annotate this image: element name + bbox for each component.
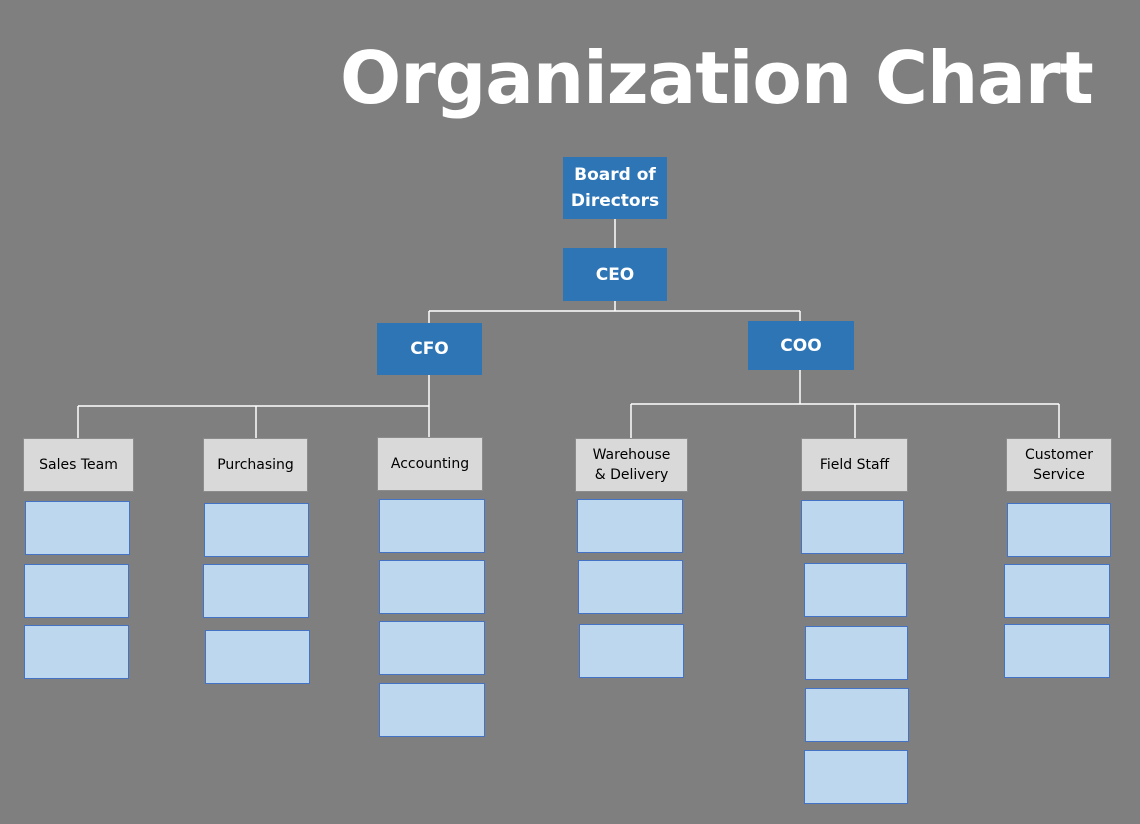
node-sales-team: Sales Team	[23, 438, 134, 492]
placeholder-slot	[578, 560, 683, 614]
node-ceo: CEO	[563, 248, 667, 301]
placeholder-slot	[204, 503, 309, 557]
placeholder-slot	[1007, 503, 1111, 557]
node-label: Customer Service	[1024, 447, 1093, 483]
placeholder-slot	[203, 564, 309, 618]
node-label: CFO	[410, 339, 449, 359]
placeholder-slot	[805, 688, 909, 742]
placeholder-slot	[205, 630, 310, 684]
placeholder-slot	[804, 563, 907, 617]
placeholder-slot	[24, 564, 129, 618]
placeholder-slot	[1004, 624, 1110, 678]
node-label: Warehouse & Delivery	[592, 447, 671, 483]
node-coo: COO	[748, 321, 854, 370]
placeholder-slot	[25, 501, 130, 555]
placeholder-slot	[1004, 564, 1110, 618]
placeholder-slot	[579, 624, 684, 678]
node-label: Accounting	[390, 456, 470, 472]
placeholder-slot	[805, 626, 908, 680]
node-customer-service: Customer Service	[1006, 438, 1112, 492]
node-board-of-directors: Board of Directors	[563, 157, 667, 219]
node-label: COO	[780, 335, 822, 356]
node-purchasing: Purchasing	[203, 438, 308, 492]
node-label: CEO	[595, 264, 635, 285]
node-accounting: Accounting	[377, 437, 483, 491]
placeholder-slot	[379, 621, 485, 675]
chart-title: Organization Chart	[340, 36, 1094, 120]
placeholder-slot	[24, 625, 129, 679]
node-field-staff: Field Staff	[801, 438, 908, 492]
placeholder-slot	[379, 560, 485, 614]
placeholder-slot	[577, 499, 683, 553]
node-label: Board of Directors	[570, 165, 660, 211]
node-warehouse-delivery: Warehouse & Delivery	[575, 438, 688, 492]
node-label: Sales Team	[39, 457, 118, 473]
placeholder-slot	[379, 683, 485, 737]
placeholder-slot	[801, 500, 904, 554]
node-label: Purchasing	[217, 457, 294, 473]
placeholder-slot	[804, 750, 908, 804]
node-cfo: CFO	[377, 323, 482, 375]
node-label: Field Staff	[819, 457, 890, 473]
placeholder-slot	[379, 499, 485, 553]
